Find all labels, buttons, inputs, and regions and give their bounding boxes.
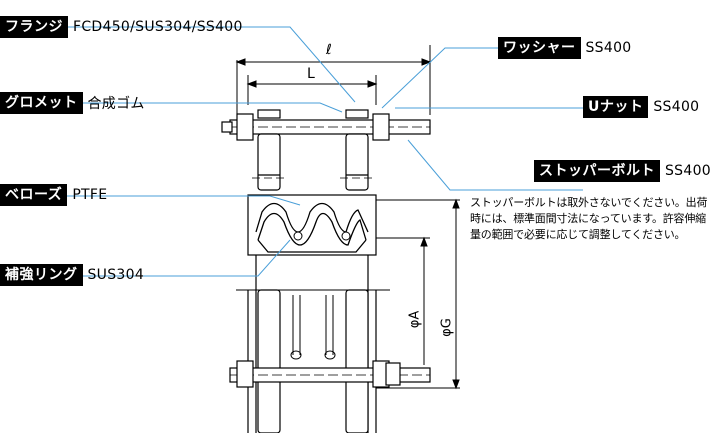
ring-value: SUS304 [87, 267, 145, 283]
washer-tag: ワッシャー [498, 37, 581, 59]
dim-inner-label: φA [407, 310, 423, 329]
dim-overall [235, 45, 432, 115]
bellows-value: PTFE [72, 187, 108, 203]
joint-body [247, 194, 377, 433]
dim-face-label: L [307, 66, 315, 82]
callout-unut: Uナット SS400 [583, 96, 699, 118]
stopbolt-note: ストッパーボルトは取外さないでください。出荷時には、標準面間寸法になっています。… [470, 196, 708, 241]
bellows-tag: ベローズ [0, 184, 68, 206]
stopbolt-tag: ストッパーボルト [534, 160, 660, 182]
unut-value: SS400 [653, 99, 700, 115]
dim-inner [376, 236, 430, 365]
dim-face [246, 75, 378, 105]
callout-stopbolt: ストッパーボルト SS400 [534, 160, 711, 182]
dim-outer [376, 198, 460, 390]
flange-left-lower [257, 289, 281, 434]
ring-tag: 補強リング [0, 264, 83, 286]
flange-right-upper [340, 133, 374, 191]
washer-value: SS400 [585, 40, 632, 56]
leader-lines [0, 26, 583, 277]
flange-tag: フランジ [0, 16, 68, 38]
callout-flange: フランジ FCD450/SUS304/SS400 [0, 16, 243, 38]
grommet-tag: グロメット [0, 92, 83, 114]
reinforcing-rings [293, 231, 351, 241]
unut-tag: Uナット [583, 96, 649, 118]
flange-right-lower [345, 289, 369, 434]
flange-value: FCD450/SUS304/SS400 [73, 19, 243, 35]
callout-washer: ワッシャー SS400 [498, 37, 632, 59]
callout-grommet: グロメット 合成ゴム [0, 92, 145, 114]
stopbolt-value: SS400 [665, 163, 711, 179]
stopper-bolt-upper [221, 109, 431, 141]
grommet-value: 合成ゴム [87, 96, 145, 112]
dim-outer-label: φG [439, 318, 455, 337]
callout-ring: 補強リング SUS304 [0, 264, 144, 286]
dim-overall-label: ℓ [326, 42, 332, 58]
bellows-shape [255, 202, 369, 253]
callout-bellows: ベローズ PTFE [0, 184, 107, 206]
bellows-lower [290, 295, 336, 360]
flange-left-upper [252, 133, 286, 191]
stopper-bolt-lower [229, 360, 431, 388]
